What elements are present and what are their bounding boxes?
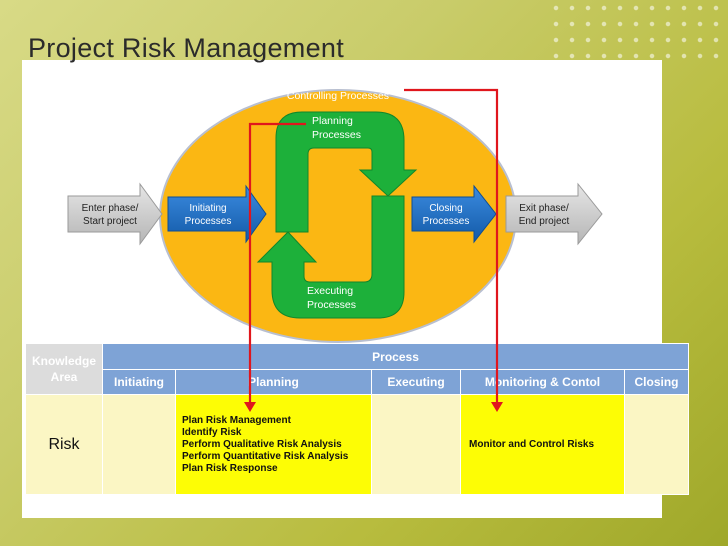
exit-phase-label-line2: End project: [519, 216, 570, 227]
knowledge-area-header: Knowledge Area: [25, 343, 103, 395]
initiating-label-line2: Processes: [185, 216, 232, 227]
risk-planning-cell: Plan Risk Management Identify Risk Perfo…: [175, 394, 372, 495]
table-header-row: Knowledge Area Process: [25, 343, 690, 395]
enter-phase-arrow: [67, 182, 163, 246]
phase-initiating: Initiating: [102, 369, 176, 395]
decorative-dots: [548, 0, 728, 60]
quantitative-analysis-item: Perform Quantitative Risk Analysis: [182, 450, 349, 462]
executing-label-line2: Processes: [307, 299, 356, 311]
risk-row: Risk Plan Risk Management Identify Risk …: [25, 394, 690, 495]
qualitative-analysis-item: Perform Qualitative Risk Analysis: [182, 438, 342, 450]
plan-risk-response-item: Plan Risk Response: [182, 462, 278, 474]
planning-label-line2: Processes: [312, 129, 361, 141]
closing-label: Closing: [429, 203, 462, 214]
planning-cycle-arrow: [275, 111, 418, 233]
process-header: Process: [101, 343, 690, 370]
plan-risk-management-item: Plan Risk Management: [182, 414, 291, 426]
enter-phase-label-line2: Start project: [83, 216, 137, 227]
enter-phase-label: Enter phase/: [82, 203, 139, 214]
identify-risk-item: Identify Risk: [182, 426, 242, 438]
monitoring-label: Monitoring &: [309, 76, 368, 88]
risk-process-table: Knowledge Area Process Initiating Planni…: [25, 343, 690, 495]
executing-label: Executing: [307, 285, 353, 297]
knowledge-area-line1: Knowledge: [31, 354, 96, 368]
exit-phase-label: Exit phase/: [519, 203, 569, 214]
risk-initiating-cell: [102, 394, 176, 495]
phase-planning: Planning: [175, 369, 372, 395]
phase-header-row: Initiating Planning Executing Monitoring…: [26, 369, 690, 395]
phase-closing: Closing: [623, 369, 690, 395]
monitor-control-risks-item: Monitor and Control Risks: [469, 439, 594, 450]
initiating-label: Initiating: [189, 203, 226, 214]
slide-title: Project Risk Management: [28, 33, 345, 63]
risk-closing-cell: [623, 394, 690, 495]
exit-phase-arrow: [505, 182, 603, 246]
closing-label-line2: Processes: [423, 216, 470, 227]
risk-executing-cell: [371, 394, 461, 495]
risk-label: Risk: [25, 394, 103, 495]
phase-monitoring: Monitoring & Contol: [460, 369, 625, 395]
planning-label: Planning: [312, 115, 353, 127]
knowledge-area-line2: Area: [50, 370, 78, 384]
risk-monitoring-cell: Monitor and Control Risks: [460, 394, 625, 495]
monitoring-label-line2: Controlling Processes: [287, 90, 389, 102]
phase-executing: Executing: [371, 369, 461, 395]
